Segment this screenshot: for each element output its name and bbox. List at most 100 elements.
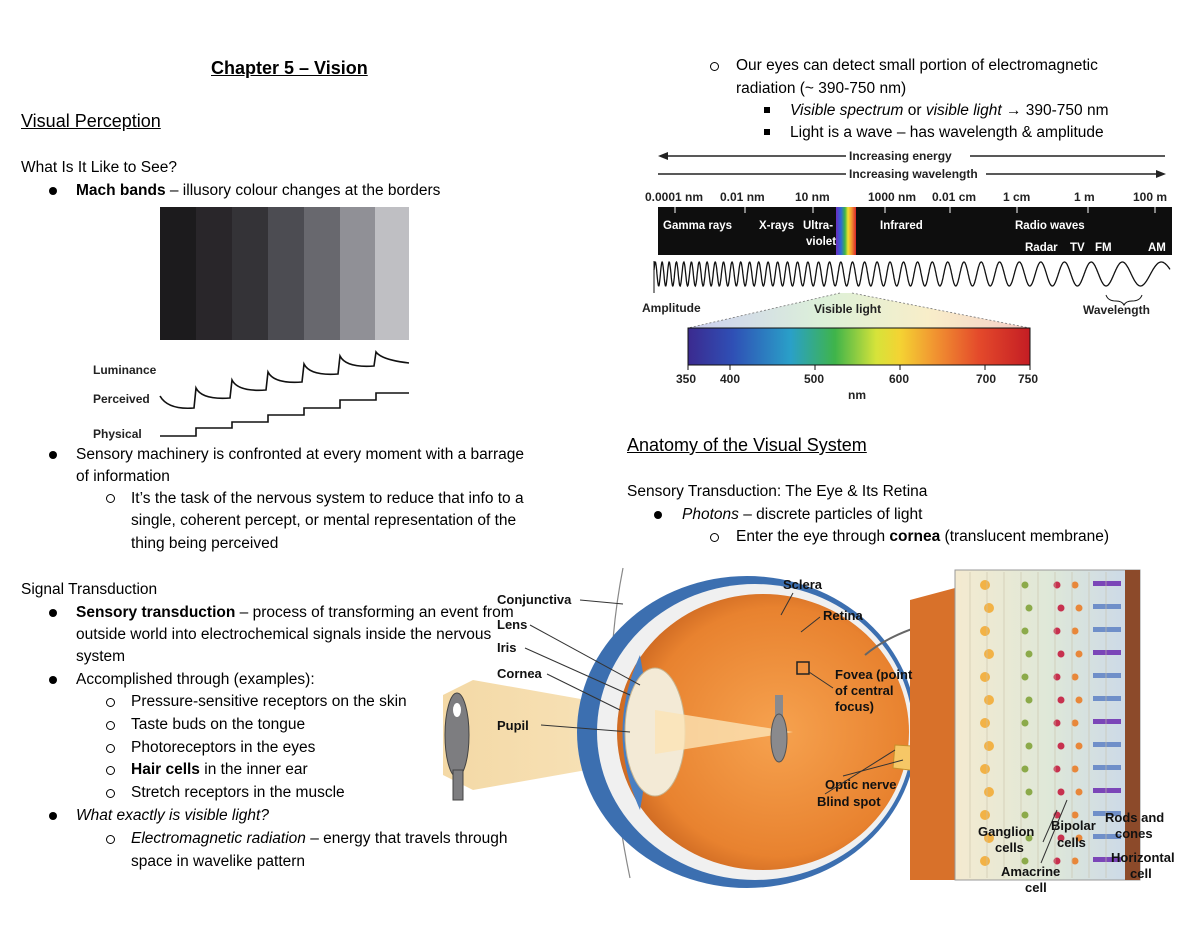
- photoreceptor: [1093, 627, 1121, 632]
- photoreceptor: [1093, 673, 1121, 678]
- example-item: Photoreceptors in the eyes: [131, 739, 316, 756]
- sub-bullet: [106, 721, 115, 730]
- sub-bullet: [106, 766, 115, 775]
- enter-line: Enter the eye through cornea (translucen…: [736, 528, 1110, 545]
- bullet: [49, 676, 57, 684]
- example-item: Hair cells in the inner ear: [131, 761, 308, 778]
- task-line1: It’s the task of the nervous system to r…: [131, 490, 524, 507]
- photoreceptor: [1093, 834, 1121, 839]
- sensory-line1: Sensory machinery is confronted at every…: [76, 446, 524, 463]
- em-term: Electromagnetic radiation: [131, 830, 306, 847]
- retina-cell: [1025, 650, 1033, 658]
- svg-text:Horizontal: Horizontal: [1111, 850, 1175, 865]
- svg-text:0.0001 nm: 0.0001 nm: [645, 190, 703, 204]
- bullet: [654, 511, 662, 519]
- eyes-line2: radiation (~ 390-750 nm): [736, 80, 907, 97]
- photoreceptor: [1093, 581, 1121, 586]
- retina-cell: [980, 810, 990, 820]
- retina-cell: [1025, 788, 1033, 796]
- retina-cell: [1075, 650, 1083, 658]
- retina-cell: [1057, 696, 1065, 704]
- subhead-signal-transduction: Signal Transduction: [21, 581, 158, 598]
- mach-bands-figure: Luminance Perceived Physical: [93, 207, 410, 441]
- photoreceptor: [1093, 811, 1121, 816]
- eye-anatomy-figure: Conjunctiva Lens Iris Cornea Pupil Scler…: [443, 560, 1175, 895]
- em-spectrum-figure: Increasing energy Increasing wavelength …: [642, 148, 1176, 402]
- svg-text:Fovea (point: Fovea (point: [835, 667, 913, 682]
- mach-term: Mach bands: [76, 182, 166, 199]
- retina-cell: [1053, 673, 1061, 681]
- retina-cell: [1057, 788, 1065, 796]
- sub-bullet: [106, 789, 115, 798]
- retina-cell: [1021, 765, 1029, 773]
- svg-text:100 m: 100 m: [1133, 190, 1167, 204]
- bullet: [49, 187, 57, 195]
- svg-text:700: 700: [976, 372, 996, 386]
- physical-label: Physical: [93, 427, 142, 441]
- mach-rest: – illusory colour changes at the borders: [165, 182, 441, 199]
- em-rest: – energy that travels through: [305, 830, 508, 847]
- subhead-what-is-it-like: What Is It Like to See?: [21, 159, 177, 176]
- retina-cell: [984, 649, 994, 659]
- retina-cell: [984, 603, 994, 613]
- retina-cell: [1025, 834, 1033, 842]
- svg-text:10 nm: 10 nm: [795, 190, 830, 204]
- retina-cell: [980, 626, 990, 636]
- photoreceptor: [1093, 719, 1121, 724]
- svg-text:0.01 nm: 0.01 nm: [720, 190, 765, 204]
- example-item: Taste buds on the tongue: [131, 716, 306, 733]
- square-bullet: [764, 107, 770, 113]
- retina-cell: [1057, 742, 1065, 750]
- svg-text:Blind spot: Blind spot: [817, 794, 881, 809]
- photoreceptor: [1093, 742, 1121, 747]
- retina-cell: [984, 695, 994, 705]
- svg-text:cones: cones: [1115, 826, 1153, 841]
- svg-text:Lens: Lens: [497, 617, 527, 632]
- retina-cell: [1021, 581, 1029, 589]
- svg-text:focus): focus): [835, 699, 874, 714]
- retina-cell: [1057, 650, 1065, 658]
- sub-bullet: [106, 494, 115, 503]
- svg-text:Gamma rays: Gamma rays: [663, 220, 732, 232]
- svg-text:AM: AM: [1148, 242, 1166, 254]
- svg-text:Radar: Radar: [1025, 242, 1058, 254]
- svg-text:350: 350: [676, 372, 696, 386]
- retina-cell: [980, 764, 990, 774]
- svg-text:cells: cells: [995, 840, 1024, 855]
- retina-cell: [980, 856, 990, 866]
- svg-text:1 cm: 1 cm: [1003, 190, 1030, 204]
- svg-text:Optic nerve: Optic nerve: [825, 777, 897, 792]
- sub-bullet: [106, 835, 115, 844]
- svg-text:Sclera: Sclera: [783, 577, 823, 592]
- retina-cell: [984, 787, 994, 797]
- accomplished: Accomplished through (examples):: [76, 671, 315, 688]
- svg-text:cell: cell: [1130, 866, 1152, 881]
- retina-cell: [1053, 581, 1061, 589]
- subhead-sensory-transduction: Sensory Transduction: The Eye & Its Reti…: [627, 483, 928, 500]
- retina-cell: [1021, 857, 1029, 865]
- bullet: [49, 609, 57, 617]
- retina-cell: [1075, 742, 1083, 750]
- svg-text:600: 600: [889, 372, 909, 386]
- svg-text:Pupil: Pupil: [497, 718, 529, 733]
- retina-cell: [1075, 604, 1083, 612]
- example-item: Stretch receptors in the muscle: [131, 784, 345, 801]
- em-line1: Electromagnetic radiation – energy that …: [131, 828, 508, 850]
- retina-cell: [1071, 627, 1079, 635]
- svg-text:Ganglion: Ganglion: [978, 824, 1034, 839]
- svg-text:0.01 cm: 0.01 cm: [932, 190, 976, 204]
- svg-text:Retina: Retina: [823, 608, 864, 623]
- svg-text:1 m: 1 m: [1074, 190, 1095, 204]
- sub-bullet: [106, 744, 115, 753]
- em-line2: space in wavelike pattern: [131, 853, 306, 870]
- retina-cell: [1057, 604, 1065, 612]
- retina-cell: [1071, 811, 1079, 819]
- svg-text:Iris: Iris: [497, 640, 517, 655]
- retina-cell: [1057, 834, 1065, 842]
- photoreceptor: [1093, 765, 1121, 770]
- wave-line: Light is a wave – has wavelength & ampli…: [790, 124, 1104, 141]
- svg-text:Conjunctiva: Conjunctiva: [497, 592, 572, 607]
- svg-text:violet: violet: [806, 236, 836, 248]
- svg-text:of central: of central: [835, 683, 894, 698]
- retina-cell: [1071, 765, 1079, 773]
